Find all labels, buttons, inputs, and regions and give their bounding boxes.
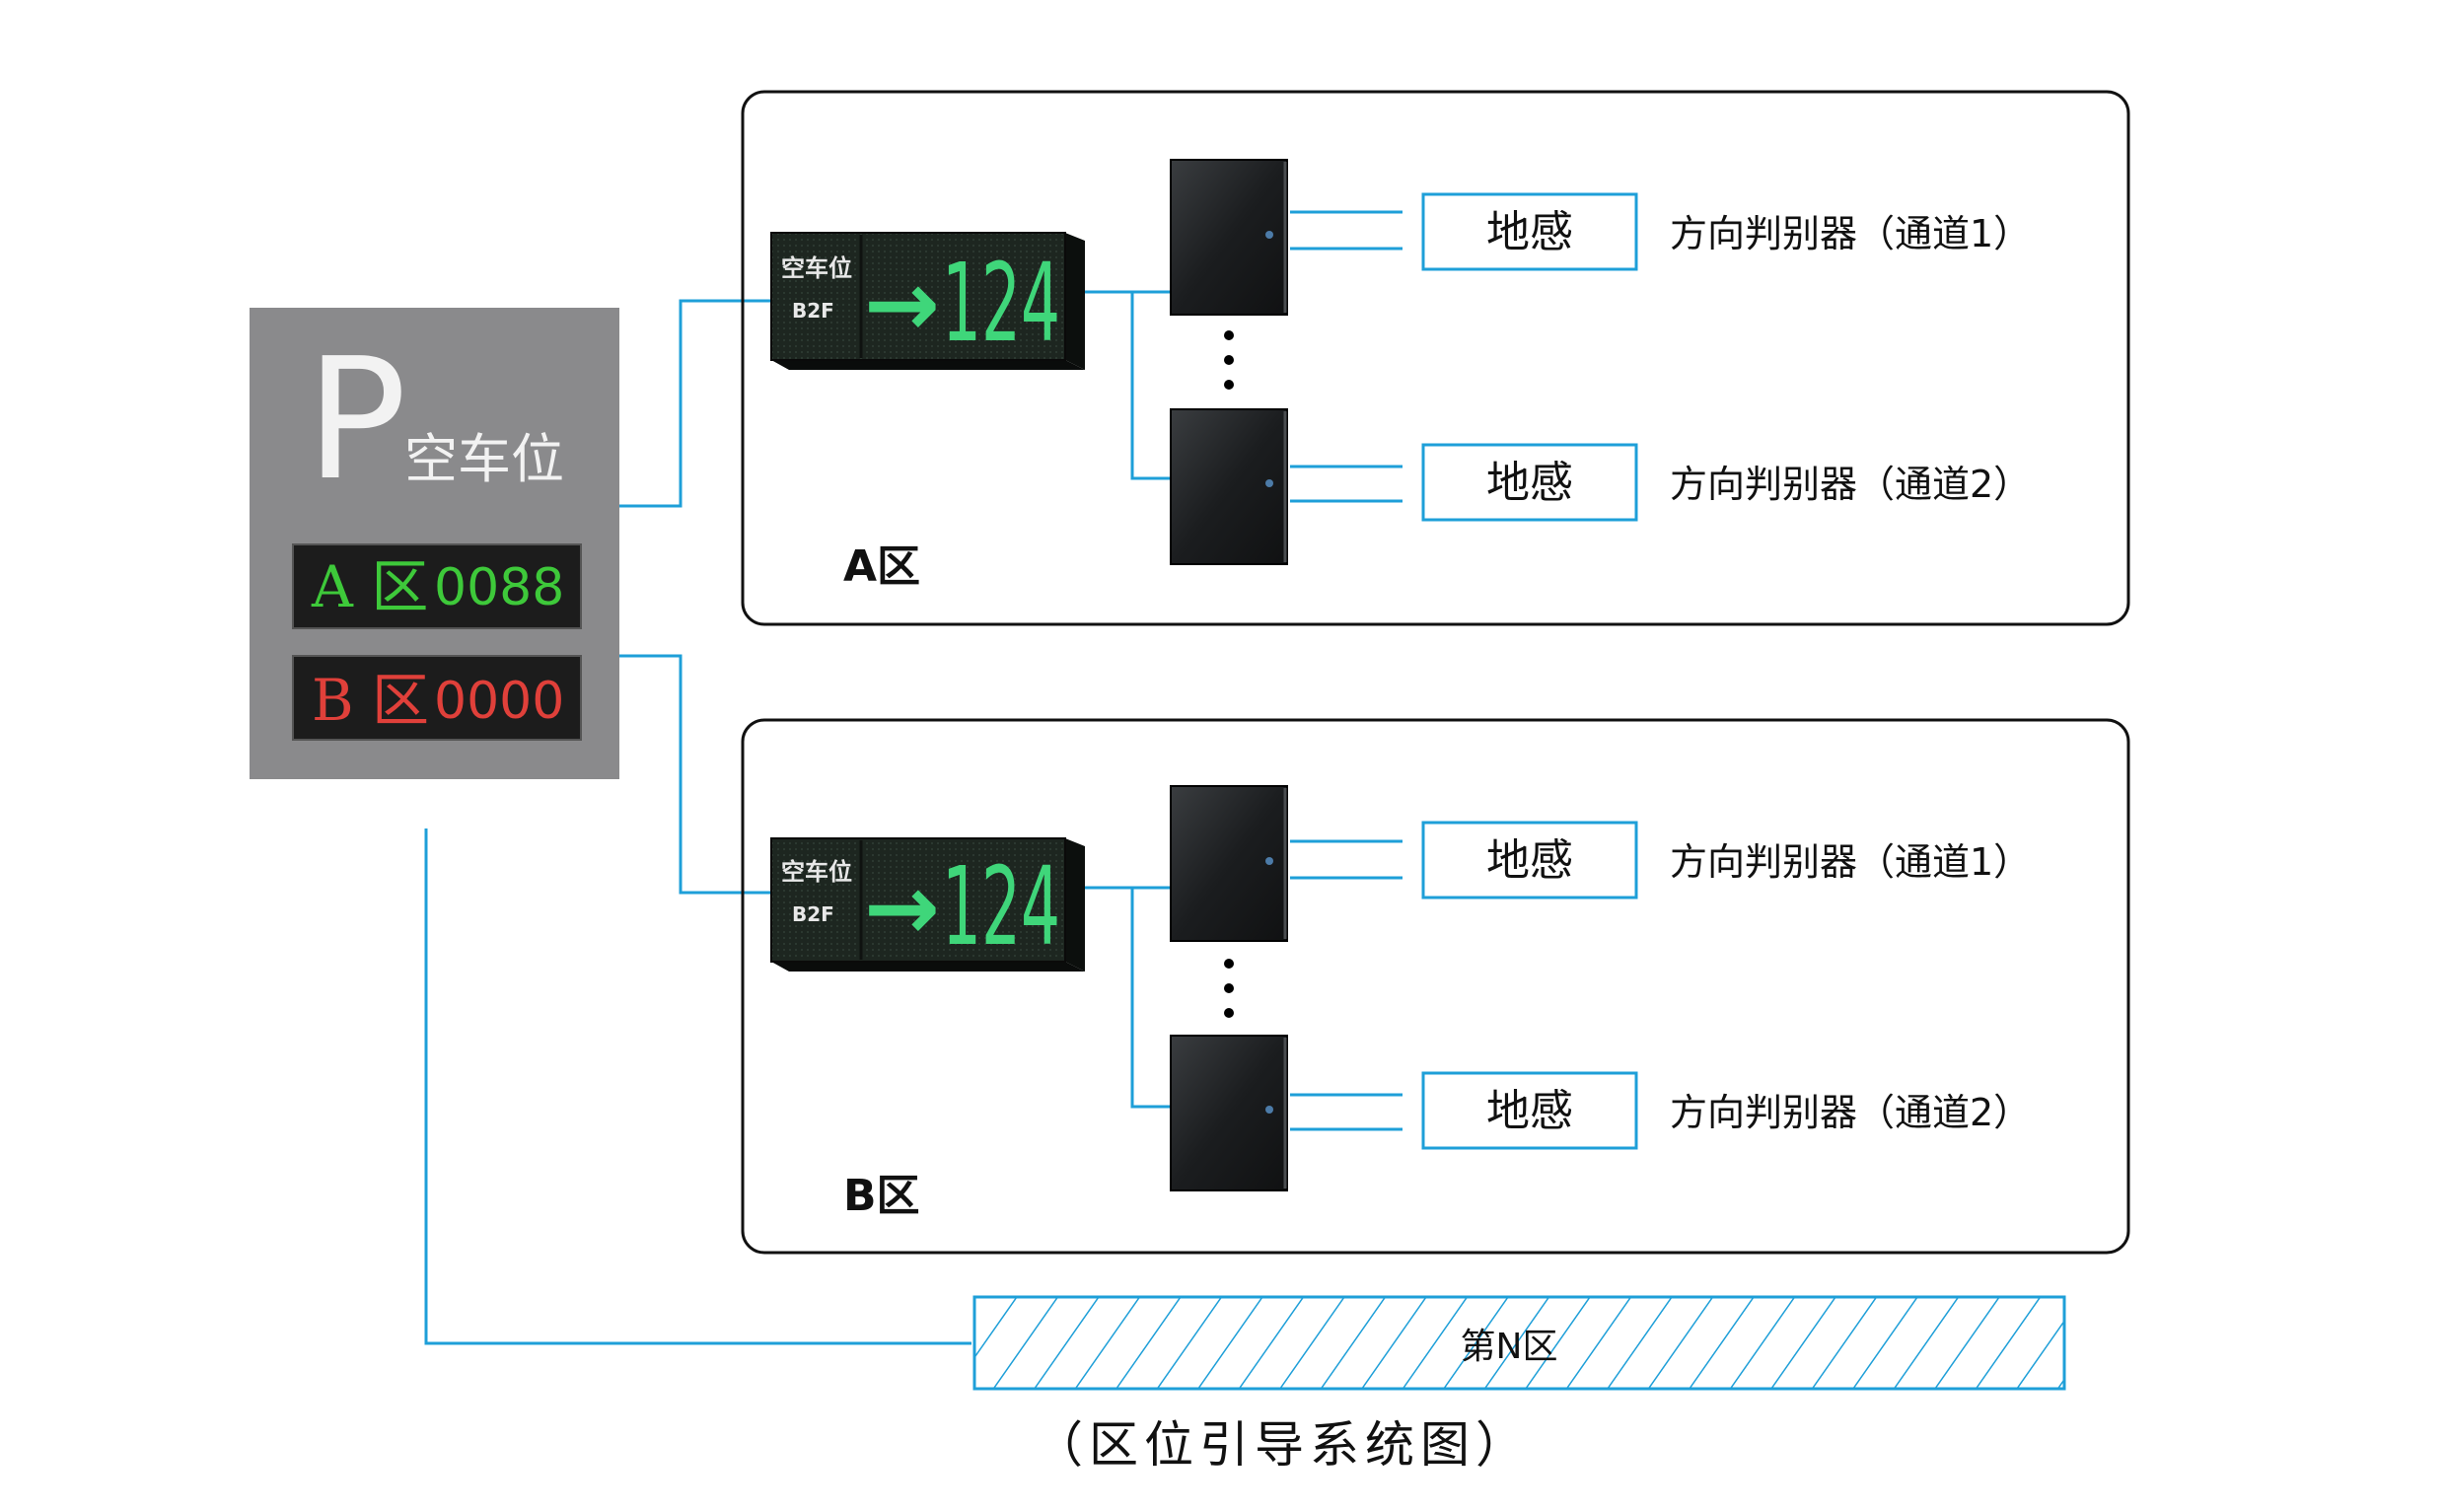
zone-a-frame bbox=[741, 90, 2130, 626]
connection-lines bbox=[424, 210, 1403, 1345]
zone-n-label: 第N区 bbox=[1461, 1327, 1558, 1367]
ellipsis-dot bbox=[1224, 355, 1234, 365]
zone-a-sensor-1-box bbox=[1421, 192, 1638, 271]
zone-b-counter-value: 0000 bbox=[434, 672, 564, 731]
zone-a-display-bottom bbox=[771, 360, 1085, 370]
zone-b-counter-panel bbox=[292, 655, 582, 741]
zone-b-display-side bbox=[1065, 838, 1085, 972]
zone-a-sensor-2-label: 地感 bbox=[1486, 458, 1573, 508]
link-a-branch-to-box2 bbox=[1130, 292, 1174, 480]
link-main-to-n bbox=[424, 828, 971, 1345]
zone-a-counter-label: A 区 bbox=[311, 553, 428, 620]
ellipsis-dot bbox=[1224, 1008, 1234, 1018]
zone-b-ellipsis bbox=[1224, 959, 1234, 1018]
zone-a-controller-2 bbox=[1170, 408, 1288, 565]
zone-a-controller-2-led bbox=[1265, 479, 1273, 487]
zone-n-group: 第N区 bbox=[972, 1295, 2066, 1391]
zone-b-counter-label: B 区 bbox=[312, 667, 429, 734]
diagram-caption: （区位引导系统图） bbox=[1034, 1416, 1531, 1474]
ellipsis-dot bbox=[1224, 330, 1234, 340]
zone-a-counter-panel bbox=[292, 543, 582, 629]
zone-a-display-face bbox=[770, 232, 1066, 361]
zone-a-sensor-1-label: 地感 bbox=[1486, 207, 1573, 257]
zone-b-group: 空车位 B2F → 124 地感 方向判别器（通道1） 地感 方向判别器（通道2… bbox=[741, 718, 2130, 1255]
zone-b-sensor-1-label: 地感 bbox=[1486, 835, 1573, 886]
zone-a-group: 空车位 B2F → 124 地感 方向判别器（通道1） 地感 方向判别器（通道2… bbox=[741, 90, 2130, 626]
zone-b-label: B区 bbox=[843, 1171, 920, 1221]
zone-b-display-face bbox=[770, 837, 1066, 963]
zone-a-display-side bbox=[1065, 233, 1085, 370]
zone-a-sensor-2-box bbox=[1421, 443, 1638, 522]
zone-b-controller-2 bbox=[1170, 1035, 1288, 1191]
zone-a-led-display: 空车位 B2F → 124 bbox=[770, 232, 1085, 370]
zone-a-label: A区 bbox=[843, 541, 920, 592]
zone-a-detector-2-label: 方向判别器（通道2） bbox=[1670, 463, 2031, 506]
zone-b-sensor-2-label: 地感 bbox=[1486, 1086, 1573, 1136]
zone-b-display-number: 124 bbox=[942, 843, 1060, 970]
zone-a-display-title: 空车位 bbox=[781, 254, 852, 282]
link-b-branch-to-box2 bbox=[1130, 888, 1174, 1109]
ellipsis-dot bbox=[1224, 380, 1234, 390]
zone-b-frame bbox=[741, 718, 2130, 1255]
zone-b-led-display: 空车位 B2F → 124 bbox=[770, 837, 1085, 972]
zone-b-sensor-2-box bbox=[1421, 1071, 1638, 1150]
zone-a-detector-1-label: 方向判别器（通道1） bbox=[1670, 212, 2031, 255]
zone-a-counter-value: 0088 bbox=[434, 558, 564, 617]
parking-empty-label: 空车位 bbox=[404, 428, 564, 490]
zone-b-display-bottom bbox=[771, 962, 1085, 972]
zone-b-controller-2-led bbox=[1265, 1106, 1273, 1114]
zone-b-detector-2-label: 方向判别器（通道2） bbox=[1670, 1091, 2031, 1134]
zone-n-box bbox=[972, 1295, 2066, 1391]
zone-a-ellipsis bbox=[1224, 330, 1234, 390]
zone-a-display-number: 124 bbox=[942, 240, 1060, 366]
zone-a-display-floor: B2F bbox=[792, 299, 834, 323]
parking-p-letter: P bbox=[306, 323, 407, 518]
zone-b-display-arrow: → bbox=[864, 855, 940, 961]
zone-b-display-floor: B2F bbox=[792, 902, 834, 926]
zone-b-controller-1 bbox=[1170, 785, 1288, 942]
link-main-to-a bbox=[619, 299, 779, 508]
zone-b-sensor-1-box bbox=[1421, 821, 1638, 900]
zone-b-detector-1-label: 方向判别器（通道1） bbox=[1670, 840, 2031, 884]
ellipsis-dot bbox=[1224, 983, 1234, 993]
main-parking-sign: P 空车位 A 区 0088 B 区 0000 bbox=[250, 308, 619, 779]
zone-b-display-title: 空车位 bbox=[781, 858, 852, 886]
zone-a-controller-1 bbox=[1170, 159, 1288, 316]
ellipsis-dot bbox=[1224, 959, 1234, 969]
zone-b-controller-1-led bbox=[1265, 857, 1273, 865]
zone-a-display-arrow: → bbox=[864, 252, 940, 357]
link-main-to-b bbox=[619, 654, 779, 895]
zone-a-controller-1-led bbox=[1265, 231, 1273, 239]
